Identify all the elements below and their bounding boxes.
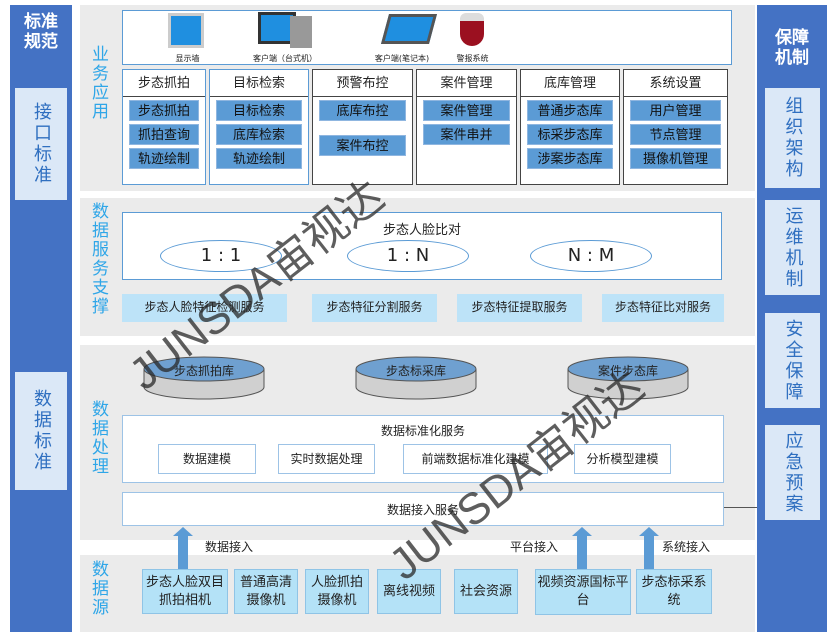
module-title: 预警布控 xyxy=(313,70,412,97)
standardization-title: 数据标准化服务 xyxy=(380,424,465,438)
module-button[interactable]: 用户管理 xyxy=(630,100,721,121)
db-case-gait: 案件步态库 xyxy=(597,364,658,378)
module-gait-capture: 步态抓拍步态抓拍抓拍查询轨迹绘制 xyxy=(122,69,206,185)
label-service: 数据服务支撑 xyxy=(88,202,108,316)
label-source: 数据源 xyxy=(88,560,108,617)
module-button[interactable]: 涉案步态库 xyxy=(527,148,613,169)
module-row: 步态抓拍步态抓拍抓拍查询轨迹绘制 目标检索目标检索底库检索轨迹绘制 预警布控底库… xyxy=(122,69,732,185)
module-title: 系统设置 xyxy=(624,70,727,97)
desktop-tower-icon xyxy=(290,16,312,48)
service-extract: 步态特征提取服务 xyxy=(457,294,582,322)
module-title: 案件管理 xyxy=(417,70,516,97)
module-system-settings: 系统设置用户管理节点管理摄像机管理 xyxy=(623,69,728,185)
interface-standard: 接口标准 xyxy=(15,88,67,200)
source-gait-system: 步态标采系统 xyxy=(636,569,712,614)
module-title: 步态抓拍 xyxy=(123,70,205,97)
source-face-camera: 人脸抓拍摄像机 xyxy=(305,569,369,614)
emergency: 应急预案 xyxy=(765,425,820,520)
data-standard: 数据标准 xyxy=(15,372,67,490)
organization: 组织架构 xyxy=(765,88,820,188)
display-wall-icon xyxy=(168,13,204,48)
module-button[interactable]: 底库检索 xyxy=(216,124,302,145)
security: 安全保障 xyxy=(765,313,820,408)
module-button[interactable]: 案件布控 xyxy=(319,135,406,156)
device-label: 显示墙 xyxy=(175,54,200,63)
module-title: 目标检索 xyxy=(210,70,308,97)
module-button[interactable]: 标采步态库 xyxy=(527,124,613,145)
ingest-title: 数据接入服务 xyxy=(386,503,459,517)
source-dual-camera: 步态人脸双目抓拍相机 xyxy=(142,569,228,614)
database-icon xyxy=(567,356,689,400)
service-detect: 步态人脸特征检测服务 xyxy=(122,294,287,322)
module-button[interactable]: 摄像机管理 xyxy=(630,148,721,169)
arrow-up-icon xyxy=(639,527,659,573)
label-data-ingest: 数据接入 xyxy=(205,540,254,554)
module-target-search: 目标检索目标检索底库检索轨迹绘制 xyxy=(209,69,309,185)
ingest-service xyxy=(122,492,724,526)
module-button[interactable]: 案件管理 xyxy=(423,100,510,121)
module-button[interactable]: 目标检索 xyxy=(216,100,302,121)
sub-modeling: 数据建模 xyxy=(158,444,256,474)
source-hd-camera: 普通高清摄像机 xyxy=(234,569,298,614)
module-library-management: 底库管理普通步态库标采步态库涉案步态库 xyxy=(520,69,620,185)
sub-realtime: 实时数据处理 xyxy=(278,444,375,474)
sub-frontend: 前端数据标准化建模 xyxy=(403,444,548,474)
module-button[interactable]: 轨迹绘制 xyxy=(129,148,199,169)
module-title: 底库管理 xyxy=(521,70,619,97)
database-icons xyxy=(143,356,477,400)
service-segment: 步态特征分割服务 xyxy=(312,294,437,322)
db-gait-capture: 步态抓拍库 xyxy=(173,364,234,378)
module-button[interactable]: 轨迹绘制 xyxy=(216,148,302,169)
module-case-management: 案件管理案件管理案件串并 xyxy=(416,69,517,185)
operations: 运维机制 xyxy=(765,200,820,295)
database-icon xyxy=(143,356,265,400)
module-button[interactable]: 案件串并 xyxy=(423,124,510,145)
service-compare: 步态特征比对服务 xyxy=(602,294,724,322)
module-button[interactable]: 抓拍查询 xyxy=(129,124,199,145)
database-icon xyxy=(355,356,477,400)
connector-line xyxy=(724,507,757,508)
label-platform-ingest: 平台接入 xyxy=(510,540,559,554)
source-national-platform: 视频资源国标平台 xyxy=(535,569,631,615)
desktop-icon xyxy=(258,12,296,44)
mode-1-n: 1 : N xyxy=(347,240,469,272)
module-button[interactable]: 底库布控 xyxy=(319,100,406,121)
device-label: 警报系统 xyxy=(456,54,489,63)
mode-1-1: 1 : 1 xyxy=(160,240,282,272)
source-social: 社会资源 xyxy=(454,569,518,614)
arrow-up-icon xyxy=(572,527,592,573)
device-label: 客户端（台式机） xyxy=(253,54,317,63)
standards-title: 标准规范 xyxy=(24,12,58,52)
label-system-ingest: 系统接入 xyxy=(662,540,711,554)
laptop-icon xyxy=(380,14,438,44)
mode-n-m: N : M xyxy=(530,240,652,272)
db-gait-standard: 步态标采库 xyxy=(385,364,446,378)
module-button[interactable]: 节点管理 xyxy=(630,124,721,145)
compare-title: 步态人脸比对 xyxy=(382,223,461,238)
alarm-icon xyxy=(460,13,484,46)
guarantee-title: 保障机制 xyxy=(775,28,809,68)
label-process: 数据处理 xyxy=(88,400,108,476)
sub-analysis: 分析模型建模 xyxy=(574,444,671,474)
device-label: 客户端(笔记本) xyxy=(374,54,430,63)
module-alert-control: 预警布控底库布控案件布控 xyxy=(312,69,413,185)
module-button[interactable]: 普通步态库 xyxy=(527,100,613,121)
source-offline-video: 离线视频 xyxy=(377,569,441,614)
module-button[interactable]: 步态抓拍 xyxy=(129,100,199,121)
label-app: 业务应用 xyxy=(88,45,108,121)
arrow-up-icon xyxy=(173,527,193,573)
